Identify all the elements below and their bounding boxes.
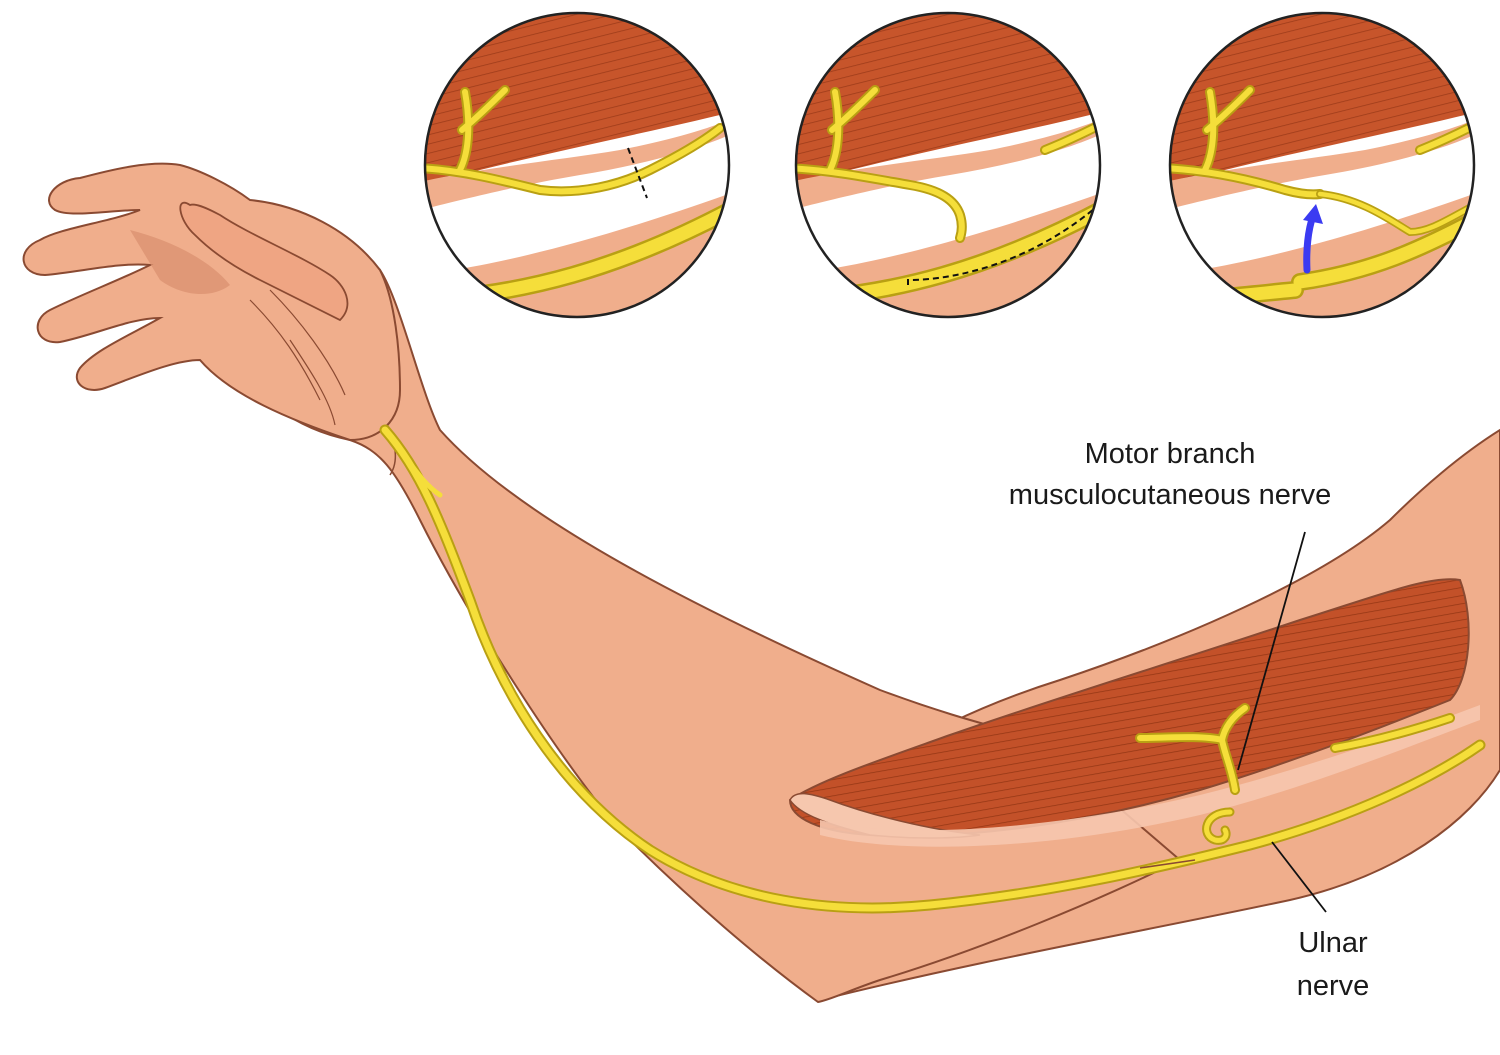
musculocutaneous-trunk [1332, 715, 1453, 751]
inset-3-frame [1168, 11, 1476, 319]
ulnar-label-line2: nerve [1297, 970, 1370, 1002]
motor-branch-label-line2: musculocutaneous nerve [1009, 479, 1331, 511]
thumb [179, 202, 349, 322]
palm-lines [249, 289, 346, 426]
inset-3-transferred [1168, 11, 1476, 319]
ulnar-nerve-label: Ulnar nerve [1271, 841, 1370, 1002]
inset-1-frame [423, 11, 731, 319]
motor-branch [1135, 703, 1250, 795]
arm-illustration [22, 162, 1500, 1004]
coaptation-hook [1204, 809, 1233, 843]
palm-shadow [130, 230, 230, 295]
inset-2-transected [794, 11, 1102, 319]
curved-arrow-icon [1303, 204, 1323, 274]
ulnar-label-line1: Ulnar [1298, 927, 1368, 959]
ulnar-nerve [381, 426, 1484, 912]
fascicle-notch [1139, 859, 1196, 869]
inset-2-frame [794, 11, 1102, 319]
fascia-layer [820, 705, 1480, 847]
hand [22, 162, 402, 442]
motor-branch-leader-line [1237, 531, 1306, 771]
ulnar-wrist-branch [397, 447, 443, 498]
ulnar-leader-line [1271, 841, 1327, 913]
motor-branch-label: Motor branch musculocutaneous nerve [1009, 438, 1331, 771]
motor-branch-label-line1: Motor branch [1085, 438, 1256, 470]
inset-1-cut-site [423, 11, 731, 319]
